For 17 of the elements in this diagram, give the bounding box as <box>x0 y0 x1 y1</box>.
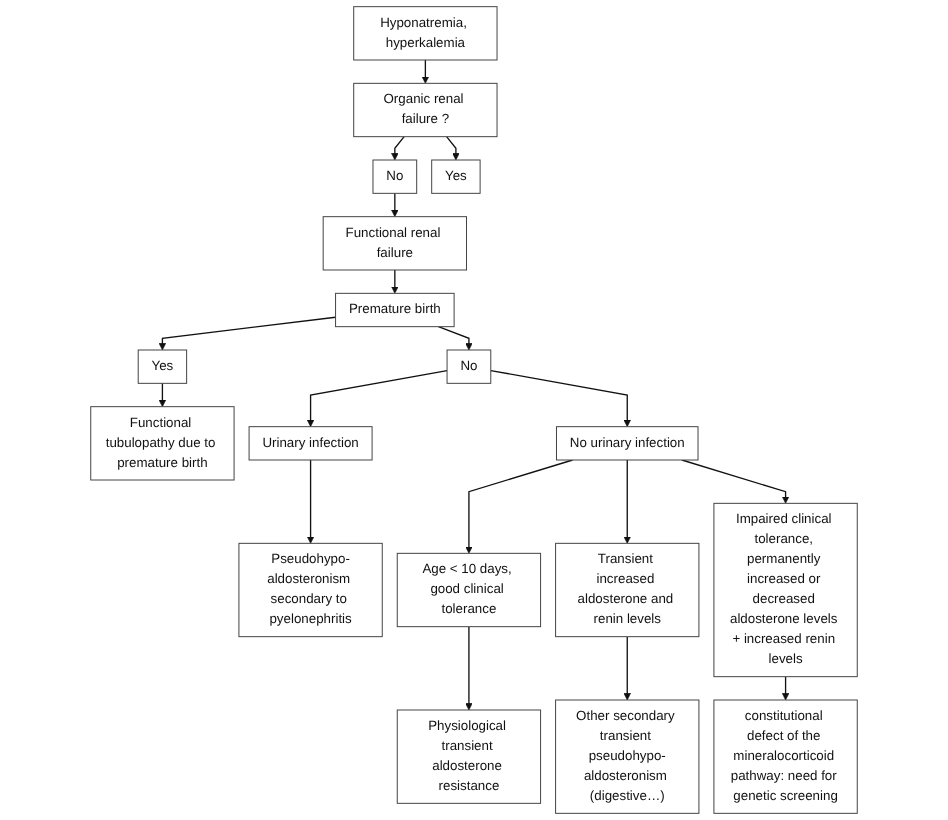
arrow <box>306 459 315 544</box>
arrow <box>490 369 631 427</box>
arrow <box>306 369 448 427</box>
arrow <box>391 269 399 294</box>
arrow <box>391 136 405 161</box>
arrow <box>781 676 790 701</box>
arrow <box>421 59 430 84</box>
arrow <box>623 636 631 701</box>
arrow <box>681 459 790 504</box>
arrow <box>465 626 473 711</box>
arrow <box>158 316 337 351</box>
arrow <box>158 382 167 407</box>
arrow <box>445 136 460 161</box>
arrow <box>391 192 399 217</box>
arrow <box>465 459 574 554</box>
arrow <box>623 459 631 544</box>
arrow <box>437 326 473 351</box>
